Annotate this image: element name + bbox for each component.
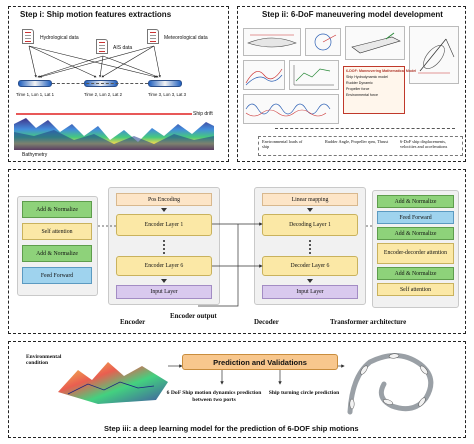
step-i-title: Step i: Ship motion features extractions — [20, 10, 172, 19]
environmental-surface — [58, 362, 168, 404]
feature-chip-3 — [148, 80, 182, 87]
encoder-layer-1: Encoder Layer 1 — [116, 214, 212, 236]
model-line-3: Rudder Dynamic — [346, 81, 373, 85]
transformer-architecture-label: Transformer architecture — [330, 318, 407, 326]
transformer-panel — [8, 169, 466, 334]
model-line-4: Propeller force — [346, 87, 370, 91]
dec-add-normalize-3: Add & Normalize — [377, 267, 454, 280]
ship-drift-label: Ship drift — [193, 111, 213, 117]
model-line-5: Environmental force — [346, 93, 378, 97]
source-label-meteorological: Meteorological data — [164, 35, 208, 41]
inputs-connector — [275, 128, 455, 129]
input-displacements: 6-DoF ship displacements, velocities and… — [400, 139, 448, 149]
decoder-layer-6: Decoder Layer 6 — [262, 256, 358, 276]
encoder-layer-6: Encoder Layer 6 — [116, 256, 212, 276]
bathymetry-terrain — [14, 113, 214, 150]
enc-arrow-2 — [161, 279, 167, 283]
model-box: 6-DOF: Maneuvering Mathematical Model Sh… — [343, 66, 417, 114]
ais-doc-icon — [96, 39, 108, 54]
decoder-linear-mapping: Linear mapping — [262, 193, 358, 206]
rudder-plot — [243, 60, 285, 90]
chip-connector — [52, 83, 148, 84]
result-turning-circle-text: Ship turning circle prediction — [268, 390, 340, 396]
enc-feed-forward: Feed Forward — [22, 267, 92, 284]
dec-add-normalize-2: Add & Normalize — [377, 227, 454, 240]
source-label-ais: AIS data — [113, 45, 133, 51]
turning-circle-plot — [347, 353, 434, 415]
bathymetry-label: Bathymetry — [22, 152, 48, 158]
input-environmental-loads: Environmental loads of ship — [262, 139, 303, 149]
env-condition-text: Environmental condition — [26, 354, 62, 367]
step-iii-panel — [8, 341, 466, 438]
decoder-dots — [309, 240, 311, 254]
encoder-output-label: Encoder output — [170, 312, 217, 320]
dec-arrow-1 — [307, 208, 313, 212]
hydrological-doc-icon — [22, 29, 34, 44]
step-ii-title: Step ii: 6-DoF maneuvering model develop… — [262, 10, 443, 19]
result-turning-circle: Ship turning circle prediction — [268, 390, 340, 397]
dec-add-normalize-1: Add & Normalize — [377, 195, 454, 208]
source-label-hydrological: Hydrological data — [40, 35, 79, 41]
propeller-plot — [289, 60, 339, 90]
force-diagram — [305, 28, 341, 56]
dec-arrow-2 — [307, 279, 313, 283]
inputs-bracket — [258, 136, 463, 156]
time-label-3: Time 3, Lon 3, Lat 3 — [148, 92, 187, 97]
step-i-panel — [8, 6, 229, 162]
prediction-box: Prediction and Validations — [182, 354, 338, 370]
enc-add-normalize-2: Add & Normalize — [22, 245, 92, 262]
enc-arrow-1 — [161, 208, 167, 212]
enc-self-attention: Self attention — [22, 223, 92, 240]
enc-add-normalize-1: Add & Normalize — [22, 201, 92, 218]
step-ii-panel — [237, 6, 466, 162]
decoder-input-layer: Input Layer — [262, 285, 358, 299]
result-motion-dynamics-text: 6 DoF Ship motion dynamics prediction be… — [166, 390, 262, 403]
encoder-label: Encoder — [120, 318, 146, 326]
encoder-pos-encoding: Pos Encoding — [116, 193, 212, 206]
step-iii-arrows — [168, 364, 345, 385]
input-rudder: Rudder Angle, Propeller rpm, Thrust — [325, 139, 389, 144]
encoder-decoder-links — [98, 222, 378, 307]
env-condition-label: Environmental condition — [26, 354, 70, 367]
ship-diagram-1 — [243, 28, 301, 56]
step-iii-title: Step iii: a deep learning model for the … — [104, 424, 359, 433]
feature-chip-1 — [18, 80, 52, 87]
dec-feed-forward: Feed Forward — [377, 211, 454, 224]
meteorological-doc-icon — [147, 29, 159, 44]
time-label-1: Time 1, Lon 1, Lat 1 — [16, 92, 55, 97]
dec-self-attention: Self attention — [377, 283, 454, 296]
coordinate-diagram — [409, 26, 459, 84]
wave-plot — [243, 94, 339, 124]
prediction-title: Prediction and Validations — [213, 357, 307, 367]
model-line-1: 6-DOF: Maneuvering Mathematical Model — [346, 69, 417, 73]
feature-arrows — [28, 45, 161, 78]
decoder-label: Decoder — [254, 318, 279, 326]
dec-encoder-decoder-attention-label: Encoder-decorder attention — [383, 250, 448, 257]
dec-encoder-decoder-attention: Encoder-decorder attention — [377, 243, 454, 264]
decoding-layer-1: Decoding Layer 1 — [262, 214, 358, 236]
model-line-2: Ship Hydrodynamic model — [346, 75, 388, 79]
time-label-2: Time 2, Lon 2, Lat 2 — [84, 92, 123, 97]
encoder-input-layer: Input Layer — [116, 285, 212, 299]
result-motion-dynamics: 6 DoF Ship motion dynamics prediction be… — [166, 390, 262, 403]
hull-render — [345, 26, 405, 60]
encoder-dots — [163, 240, 165, 254]
